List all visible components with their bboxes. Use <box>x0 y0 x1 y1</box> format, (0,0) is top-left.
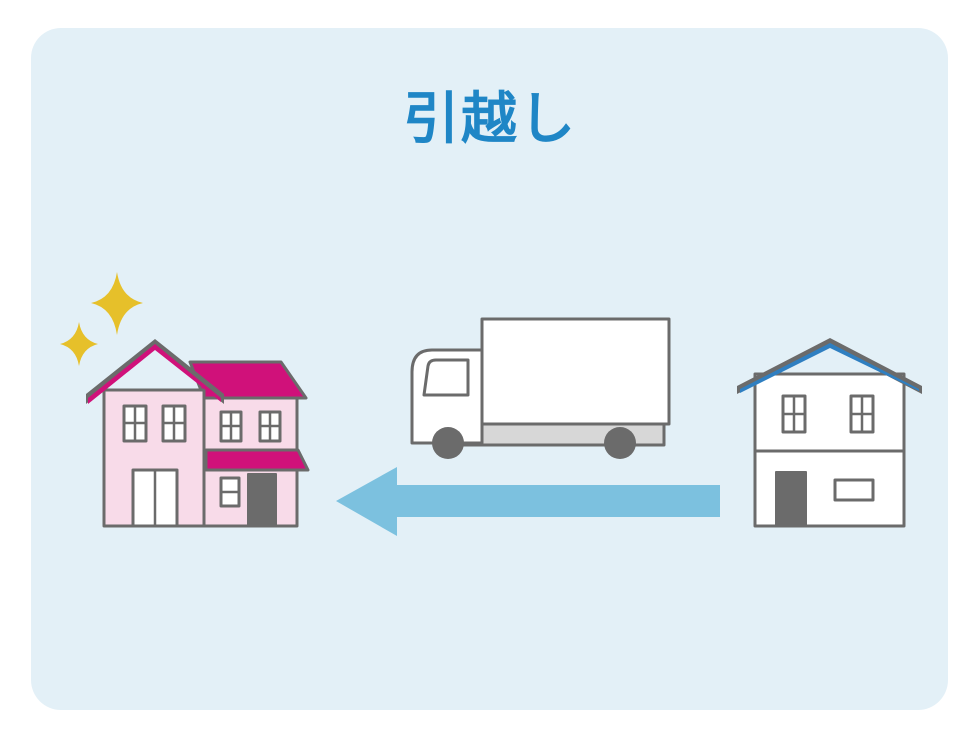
old-house-icon <box>737 338 922 528</box>
left-arrow-icon <box>336 467 720 536</box>
new-house-icon <box>86 339 310 528</box>
page-title: 引越し <box>403 87 577 152</box>
moving-truck-icon <box>410 317 671 459</box>
sparkle-icon <box>60 272 143 366</box>
